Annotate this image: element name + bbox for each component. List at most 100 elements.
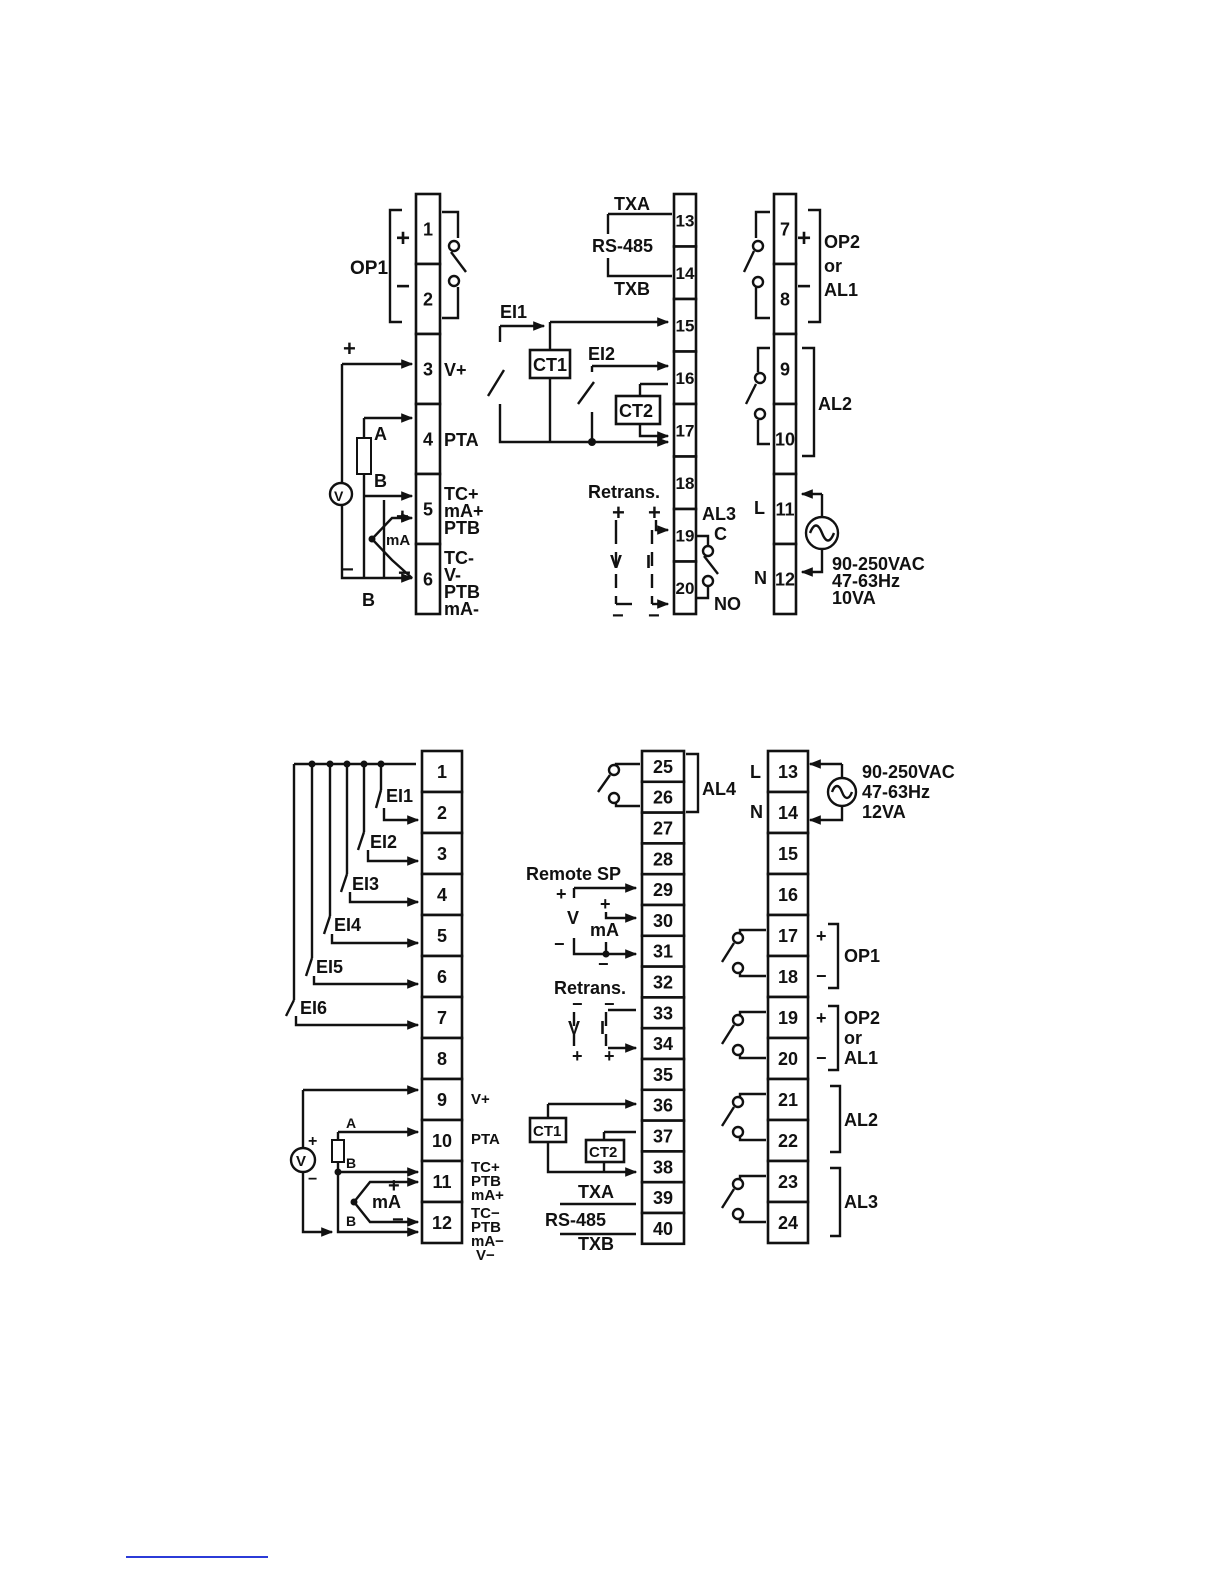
svg-text:90-250VAC: 90-250VAC: [832, 554, 925, 574]
svg-text:−: −: [398, 560, 411, 585]
d2-left-terminal-5: 5: [437, 926, 447, 946]
d2-al2-relay: AL2: [720, 1084, 878, 1154]
d2-mid-cell-33: [640, 996, 686, 1030]
svg-text:EI2: EI2: [588, 344, 615, 364]
svg-text:mA: mA: [590, 920, 619, 940]
d1-power-supply-wiring: L N 90-250VAC 47-63Hz 10VA: [754, 489, 925, 608]
d2-left-cell-12: [420, 1200, 464, 1245]
d2-remote-sp-wiring: Remote SP + V + mA − −: [526, 864, 638, 974]
svg-text:+: +: [612, 500, 625, 525]
d1-right-terminal-11: 11: [775, 499, 794, 519]
d2-mid-cell-32: [640, 965, 686, 999]
svg-text:+: +: [556, 884, 567, 904]
d2-mid-cell-37: [640, 1119, 686, 1153]
d1-right-terminal-7: 7: [780, 219, 790, 239]
svg-text:Retrans.: Retrans.: [554, 978, 626, 998]
d2-mid-terminal-35: 35: [653, 1065, 673, 1085]
d2-mid-terminal-40: 40: [653, 1219, 673, 1239]
d2-op2-relay: + − OP2 or AL1: [720, 1004, 880, 1072]
svg-text:−: −: [816, 966, 827, 986]
d2-left-terminal-7: 7: [437, 1008, 447, 1028]
svg-text:+: +: [396, 504, 409, 529]
d1-mid-terminal-16: 16: [676, 369, 695, 388]
d2-right-terminal-21: 21: [778, 1090, 798, 1110]
svg-text:AL3: AL3: [844, 1192, 878, 1212]
d2-right-cell-15: [766, 831, 810, 876]
svg-text:CT1: CT1: [533, 1123, 561, 1140]
svg-text:47-63Hz: 47-63Hz: [832, 571, 900, 591]
d2-left-terminal-9: 9: [437, 1090, 447, 1110]
d2-right-cell-21: [766, 1077, 810, 1122]
svg-text:RS-485: RS-485: [592, 236, 653, 256]
d1-mid-terminal-14: 14: [676, 264, 695, 283]
d2-retrans-wiring: Retrans. − − V I + +: [554, 978, 638, 1066]
svg-text:N: N: [750, 802, 763, 822]
d1-sensor-input-wiring: + V − A B B mA + − V+ PTA TC+ mA+: [328, 336, 484, 619]
svg-text:−: −: [392, 1209, 404, 1231]
svg-text:−: −: [648, 605, 660, 627]
d2-mid-terminal-28: 28: [653, 849, 673, 869]
d1-retrans-al3-wiring: Retrans. + + V I − − AL3 C NO: [588, 482, 741, 627]
d2-mid-terminal-39: 39: [653, 1188, 673, 1208]
footer-rule: [126, 1556, 268, 1558]
svg-text:OP1: OP1: [350, 258, 388, 279]
svg-text:TXA: TXA: [578, 1182, 614, 1202]
d2-ct-rs485-wiring: CT1 CT2 TXA RS-485 TXB: [528, 1099, 638, 1254]
d2-right-cell-17: [766, 913, 810, 958]
svg-text:+: +: [797, 225, 811, 252]
d2-output-relays-wiring: + − OP1 + − OP2 or AL1: [720, 922, 880, 1238]
d2-right-terminal-14: 14: [778, 803, 798, 823]
svg-text:EI2: EI2: [370, 832, 397, 852]
svg-text:+: +: [396, 225, 410, 252]
svg-text:47-63Hz: 47-63Hz: [862, 782, 930, 802]
svg-text:EI1: EI1: [386, 786, 413, 806]
d1-right-cell-12: [772, 542, 798, 616]
svg-text:EI5: EI5: [316, 957, 343, 977]
svg-text:PTB: PTB: [444, 518, 480, 538]
d1-left-terminal-6: 6: [423, 569, 433, 589]
d1-op1-group: OP1 + −: [350, 208, 467, 324]
d2-right-terminal-20: 20: [778, 1049, 798, 1069]
d2-right-terminal-24: 24: [778, 1213, 798, 1233]
d2-right-cell-24: [766, 1200, 810, 1245]
svg-text:V: V: [296, 1153, 306, 1170]
svg-text:−: −: [797, 273, 811, 300]
d2-left-cell-3: [420, 831, 464, 876]
svg-text:TXB: TXB: [578, 1234, 614, 1254]
svg-text:−: −: [612, 605, 624, 627]
svg-text:CT2: CT2: [619, 401, 653, 421]
svg-text:mA−: mA−: [471, 1233, 504, 1250]
d2-left-terminal-6: 6: [437, 967, 447, 987]
d2-left-cell-6: [420, 954, 464, 999]
d2-right-terminal-22: 22: [778, 1131, 798, 1151]
d2-mid-terminal-36: 36: [653, 1096, 673, 1116]
d1-right-terminal-10: 10: [775, 429, 795, 449]
svg-text:OP2: OP2: [844, 1008, 880, 1028]
d1-mid-cell-20: [672, 560, 698, 616]
svg-text:Remote SP: Remote SP: [526, 864, 621, 884]
d2-right-cell-18: [766, 954, 810, 999]
d1-mid-terminal-20: 20: [676, 579, 695, 598]
svg-text:PTB: PTB: [471, 1219, 501, 1236]
d2-mid-terminal-27: 27: [653, 818, 673, 838]
svg-text:PTA: PTA: [471, 1131, 500, 1148]
svg-text:I: I: [646, 552, 651, 572]
d1-mid-terminal-13: 13: [676, 211, 695, 230]
d2-left-terminal-1: 1: [437, 762, 447, 782]
d2-right-cell-19: [766, 995, 810, 1040]
svg-text:mA+: mA+: [471, 1187, 504, 1204]
svg-text:+: +: [600, 894, 611, 914]
d2-mid-cell-27: [640, 811, 686, 845]
d2-mid-terminal-38: 38: [653, 1157, 673, 1177]
svg-text:TXA: TXA: [614, 194, 650, 214]
d1-right-terminal-9: 9: [780, 359, 790, 379]
svg-text:Retrans.: Retrans.: [588, 482, 660, 502]
svg-text:−: −: [396, 273, 410, 300]
svg-text:V−: V−: [476, 1247, 495, 1264]
d2-left-terminal-10: 10: [432, 1131, 452, 1151]
svg-text:or: or: [824, 256, 842, 276]
d1-mid-terminal-17: 17: [676, 421, 695, 440]
